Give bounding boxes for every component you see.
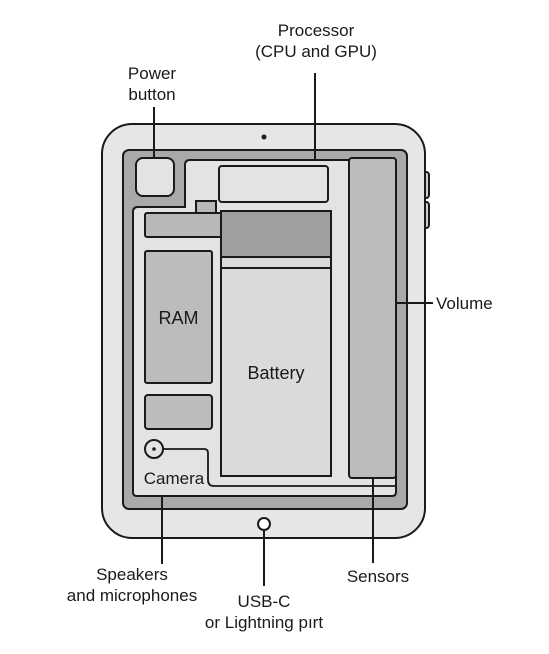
sensors-label: Sensors	[346, 567, 410, 586]
power-label-line2: button	[128, 85, 176, 104]
volume-label: Volume	[436, 294, 493, 313]
connector-strip	[144, 212, 224, 238]
speakers-label-line1: Speakers	[96, 565, 168, 584]
usb-label-line1: USB-C	[237, 592, 291, 611]
processor-label: Processor (CPU and GPU)	[228, 20, 404, 62]
small-module	[144, 394, 213, 430]
volume-column	[348, 157, 397, 479]
camera-label: Camera	[143, 469, 205, 488]
ram-label: RAM	[158, 308, 199, 328]
power-label-line1: Power	[127, 64, 177, 83]
battery-label: Battery	[247, 363, 305, 383]
usb-label-line2: or Lightning pırt	[204, 613, 324, 632]
speakers-label-line2: and microphones	[66, 586, 198, 605]
usb-label: USB-C or Lightning pırt	[184, 591, 344, 633]
processor-label-line1: Processor	[277, 21, 355, 40]
rear-camera-lens	[152, 447, 156, 451]
processor-chip	[218, 165, 329, 203]
front-camera-dot	[261, 134, 267, 140]
connector-tab	[195, 200, 217, 214]
processor-label-line2: (CPU and GPU)	[255, 42, 377, 61]
camera-cable	[163, 448, 396, 487]
home-button	[257, 517, 271, 531]
ram-chip	[144, 250, 213, 384]
battery-top-module	[220, 210, 332, 258]
speakers-label: Speakers and microphones	[44, 564, 220, 606]
power-button-module	[135, 157, 175, 197]
battery-cell	[220, 256, 332, 477]
power-button-label: Power button	[104, 63, 200, 105]
